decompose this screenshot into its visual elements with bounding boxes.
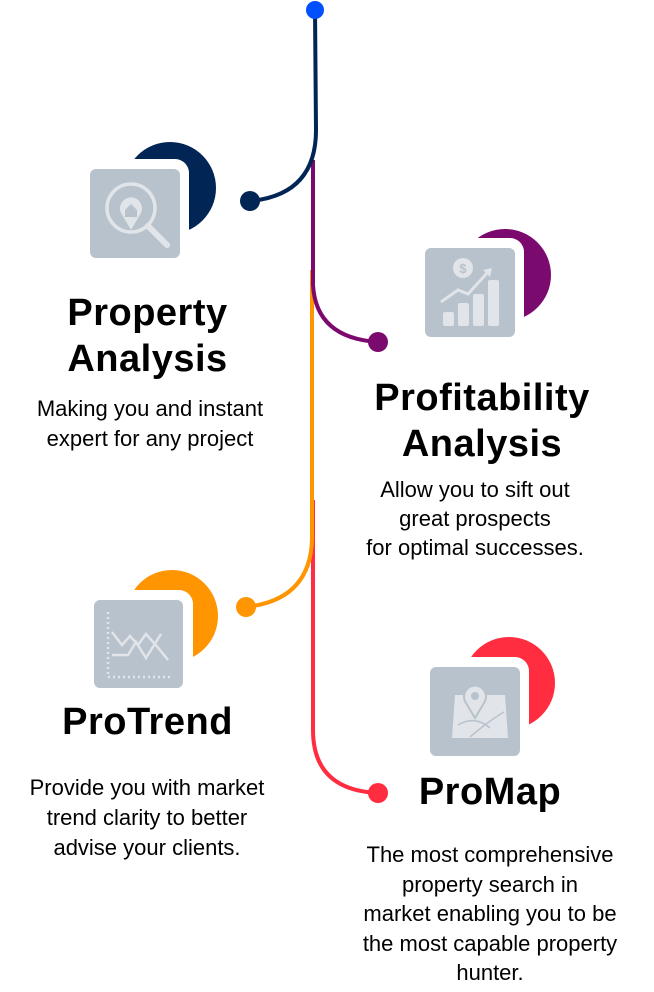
description-line: Allow you to sift out <box>380 477 570 502</box>
start-dot <box>306 1 324 19</box>
description-line: hunter. <box>456 960 524 985</box>
property-analysis-title: Property Analysis <box>20 290 275 382</box>
description-line: property search in <box>401 871 579 897</box>
red-connector <box>311 500 379 795</box>
property-analysis-icon-card <box>84 142 216 264</box>
purple-connector <box>311 160 379 344</box>
title-line: Property <box>67 292 228 334</box>
description-line: advise your clients. <box>53 835 241 860</box>
description-line: expert for any project <box>46 426 254 451</box>
description-line: market enabling you to be <box>363 901 617 926</box>
promap-icon-card <box>424 637 555 762</box>
protrend-description: Provide you with market trend clarity to… <box>0 773 294 863</box>
title-line: Analysis <box>67 338 228 380</box>
description-line: Making you and instant <box>36 396 264 421</box>
property-analysis-description: Making you and instant expert for any pr… <box>0 394 300 454</box>
title-line: Profitability <box>374 377 590 419</box>
description-line: The most comprehensive <box>366 842 614 867</box>
title-line: ProMap <box>418 771 562 813</box>
description-line: great prospects <box>399 506 551 531</box>
protrend-title: ProTrend <box>20 699 275 745</box>
navy-endpoint-dot <box>240 191 260 211</box>
protrend-icon-card <box>88 570 218 695</box>
promap-description: The most comprehensive property search i… <box>326 840 654 988</box>
promap-title: ProMap <box>390 769 590 815</box>
profitability-analysis-title: Profitability Analysis <box>342 375 622 467</box>
home-search-icon <box>105 182 170 248</box>
title-line: Analysis <box>401 423 563 465</box>
dollar-growth-chart-icon: $ <box>440 258 499 326</box>
trend-chart-icon <box>106 612 172 679</box>
red-endpoint-dot <box>368 783 388 803</box>
title-line: ProTrend <box>62 701 233 743</box>
description-line: trend clarity to better <box>46 805 248 830</box>
map-pin-icon <box>452 684 508 738</box>
orange-connector <box>245 270 314 609</box>
orange-endpoint-dot <box>236 597 256 617</box>
description-line: the most capable property <box>362 930 618 956</box>
profitability-icon-card: $ <box>419 229 551 343</box>
svg-text:$: $ <box>459 261 467 276</box>
profitability-analysis-description: Allow you to sift out great prospects fo… <box>325 475 625 562</box>
purple-endpoint-dot <box>368 332 388 352</box>
description-line: Provide you with market <box>29 775 265 800</box>
navy-connector <box>249 9 319 203</box>
description-line: for optimal successes. <box>366 535 584 560</box>
